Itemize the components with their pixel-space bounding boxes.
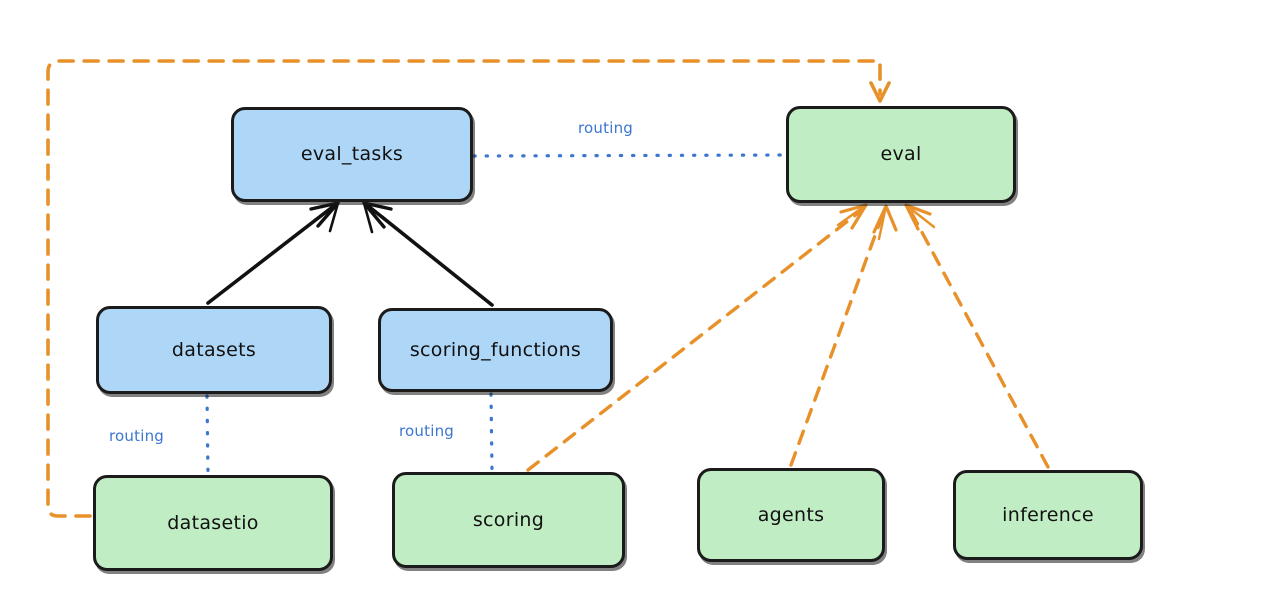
node-label-scoring: scoring [472, 508, 545, 531]
node-label-agents: agents [757, 503, 825, 526]
edge-label-routing-datasets-datasetio: routing [109, 427, 164, 445]
edge-eval-tasks-to-eval [472, 153, 785, 158]
node-label-inference: inference [1002, 503, 1094, 526]
edge-datasets-to-eval-tasks [206, 201, 340, 305]
node-label-datasetio: datasetio [167, 511, 259, 534]
edge-agents-to-eval [789, 204, 898, 467]
node-inference[interactable]: inference [953, 470, 1143, 560]
node-agents[interactable]: agents [697, 468, 885, 562]
node-label-eval: eval [880, 143, 922, 166]
node-datasets[interactable]: datasets [96, 306, 332, 394]
node-label-eval-tasks: eval_tasks [300, 143, 404, 166]
node-eval-tasks[interactable]: eval_tasks [231, 107, 473, 202]
node-label-datasets: datasets [171, 338, 257, 361]
node-eval[interactable]: eval [786, 106, 1016, 203]
node-scoring-functions[interactable]: scoring_functions [378, 308, 613, 392]
edge-datasets-to-datasetio [205, 394, 210, 476]
edge-scoring-functions-to-eval-tasks [362, 201, 494, 307]
edge-label-routing-scoring-functions-scoring: routing [399, 422, 454, 440]
node-datasetio[interactable]: datasetio [93, 475, 333, 571]
edge-scoring-functions-to-scoring [489, 392, 494, 473]
edge-label-routing-eval-tasks-eval: routing [578, 119, 633, 137]
edge-inference-to-eval [904, 203, 1050, 469]
node-label-scoring-functions: scoring_functions [409, 338, 582, 361]
node-scoring[interactable]: scoring [392, 472, 625, 568]
